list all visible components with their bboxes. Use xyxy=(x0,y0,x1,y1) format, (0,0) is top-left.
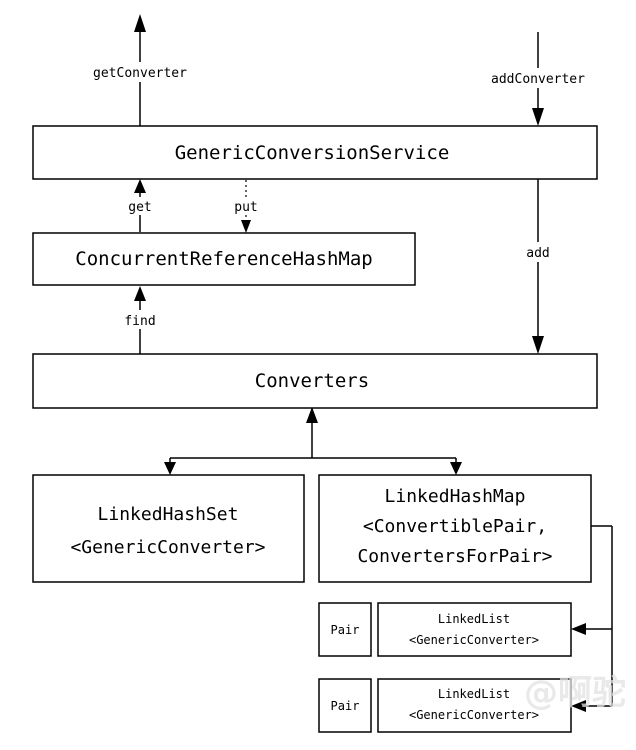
edge-map-to-lists xyxy=(571,525,613,712)
svg-text:Converters: Converters xyxy=(255,370,369,392)
node-linked-list-2: LinkedList <GenericConverter> xyxy=(377,678,572,733)
label-addConverter: addConverter xyxy=(491,72,585,87)
svg-text:LinkedList: LinkedList xyxy=(438,687,510,701)
edge-add xyxy=(532,179,544,354)
svg-text:<GenericConverter>: <GenericConverter> xyxy=(409,708,539,722)
svg-text:LinkedList: LinkedList xyxy=(438,612,510,626)
node-pair-1: Pair xyxy=(318,602,372,657)
label-put: put xyxy=(234,200,257,215)
node-pair-2: Pair xyxy=(318,678,372,733)
svg-text:<GenericConverter>: <GenericConverter> xyxy=(70,537,265,558)
svg-text:ConvertersForPair>: ConvertersForPair> xyxy=(357,546,552,567)
edge-converters-children xyxy=(164,407,462,475)
node-linked-hash-set: LinkedHashSet <GenericConverter> xyxy=(32,474,305,583)
svg-text:LinkedHashMap: LinkedHashMap xyxy=(385,486,526,507)
node-converters: Converters xyxy=(32,353,598,409)
node-linked-hash-map: LinkedHashMap <ConvertiblePair, Converte… xyxy=(318,474,592,583)
node-concurrent-reference-hashmap: ConcurrentReferenceHashMap xyxy=(32,232,416,286)
svg-text:Pair: Pair xyxy=(331,623,360,637)
svg-text:LinkedHashSet: LinkedHashSet xyxy=(98,504,239,525)
watermark: @啊驼 xyxy=(524,673,626,713)
svg-text:GenericConversionService: GenericConversionService xyxy=(175,142,450,164)
svg-text:<ConvertiblePair,: <ConvertiblePair, xyxy=(363,516,547,537)
svg-text:ConcurrentReferenceHashMap: ConcurrentReferenceHashMap xyxy=(75,248,372,270)
node-linked-list-1: LinkedList <GenericConverter> xyxy=(377,602,572,657)
label-add: add xyxy=(526,246,549,261)
svg-text:<GenericConverter>: <GenericConverter> xyxy=(409,633,539,647)
label-getConverter: getConverter xyxy=(93,66,187,81)
label-get: get xyxy=(128,200,151,215)
label-find: find xyxy=(124,314,155,329)
svg-text:Pair: Pair xyxy=(331,699,360,713)
node-generic-conversion-service: GenericConversionService xyxy=(32,125,598,180)
